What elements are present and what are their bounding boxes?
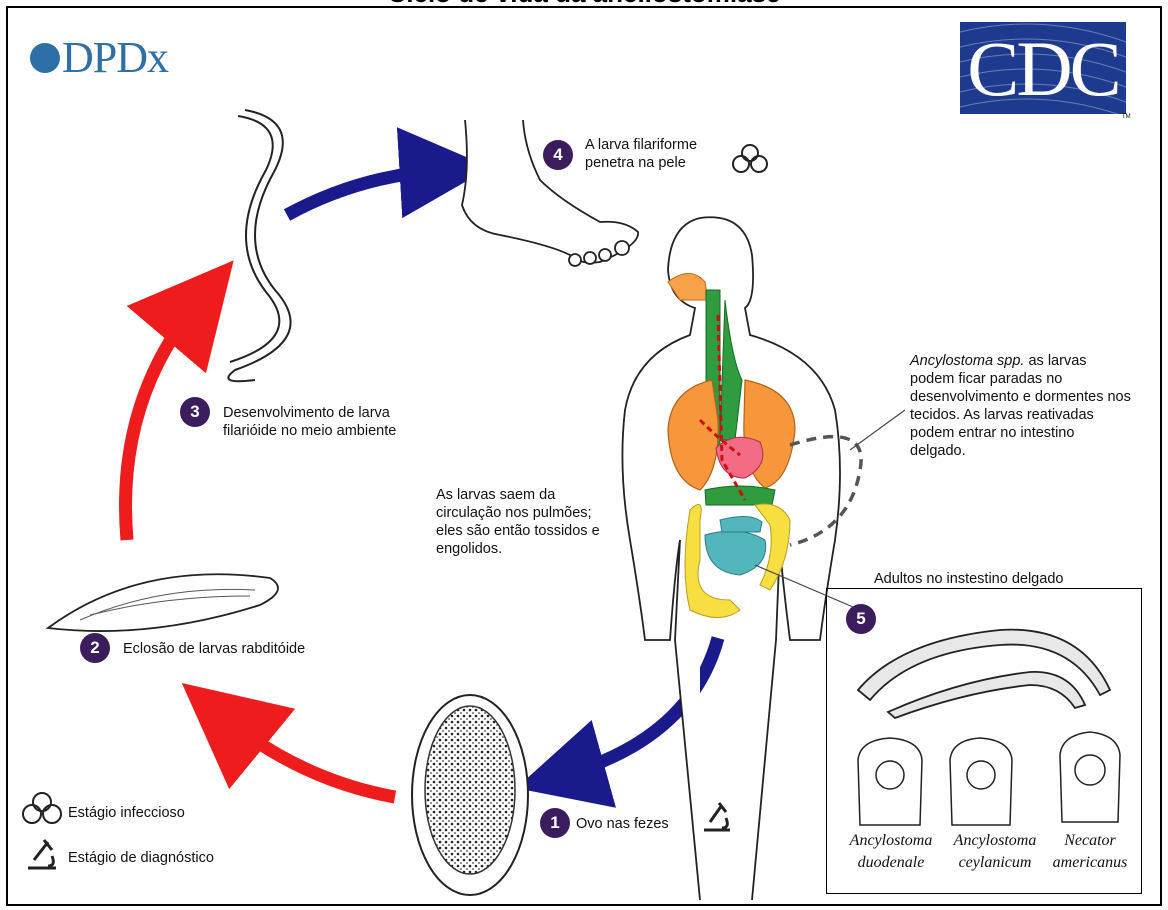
- legend-microscope-icon: [28, 840, 56, 868]
- ancylostoma-note-line5: podem entrar no intestino: [910, 424, 1131, 442]
- legend-biohazard-icon: [23, 793, 61, 823]
- lungs-note-line3: eles são então tossidos e: [436, 522, 600, 540]
- ancylostoma-note-line6: delgado.: [910, 442, 1131, 460]
- species-2-genus: Ancylostoma: [940, 830, 1050, 852]
- ancylostoma-note-line1-rest: as larvas: [1028, 353, 1086, 369]
- species-ancylostoma-duodenale: Ancylostoma duodenale: [836, 830, 946, 874]
- step-4-biohazard-icon: [733, 145, 767, 172]
- legend-infectious-label: Estágio infeccioso: [68, 804, 185, 822]
- step-3-label: Desenvolvimento de larva filarióide no m…: [223, 404, 396, 440]
- step-3-badge: 3: [180, 397, 210, 427]
- rhabditiform-larva: [48, 574, 278, 631]
- step-4-label-line2: penetra na pele: [585, 154, 697, 172]
- lungs-note-line2: circulação nos pulmões;: [436, 504, 600, 522]
- step-3-label-line2: filarióide no meio ambiente: [223, 422, 396, 440]
- ancylostoma-note: Ancylostoma spp. as larvas podem ficar p…: [910, 352, 1131, 460]
- adults-label: Adultos no instestino delgado: [874, 570, 1063, 588]
- step-1-microscope-icon: [704, 803, 730, 830]
- step-4-label: A larva filariforme penetra na pele: [585, 136, 697, 172]
- step-1-label: Ovo nas fezes: [576, 815, 669, 833]
- step-4-badge: 4: [543, 140, 573, 170]
- ancylostoma-genus-italic: Ancylostoma spp.: [910, 353, 1024, 369]
- lungs-note-line4: engolidos.: [436, 540, 600, 558]
- step-2-label: Eclosão de larvas rabditóide: [123, 640, 305, 658]
- species-1-epithet: duodenale: [836, 852, 946, 874]
- step-1-badge: 1: [540, 808, 570, 838]
- legend-diagnostic-label: Estágio de diagnóstico: [68, 849, 214, 867]
- ancylostoma-note-line3: desenvolvimento e dormentes nos: [910, 388, 1131, 406]
- dormancy-pointer: [850, 410, 905, 450]
- species-ancylostoma-ceylanicum: Ancylostoma ceylanicum: [940, 830, 1050, 874]
- hookworm-egg: [412, 695, 528, 895]
- step-2-badge: 2: [80, 633, 110, 663]
- step-5-badge: 5: [846, 604, 876, 634]
- lungs-note-line1: As larvas saem da: [436, 486, 600, 504]
- species-1-genus: Ancylostoma: [836, 830, 946, 852]
- step-3-label-line1: Desenvolvimento de larva: [223, 404, 396, 422]
- species-2-epithet: ceylanicum: [940, 852, 1050, 874]
- ancylostoma-note-line1: Ancylostoma spp. as larvas: [910, 352, 1131, 370]
- arrow-3-to-4: [287, 170, 445, 215]
- lungs-note: As larvas saem da circulação nos pulmões…: [436, 486, 600, 558]
- ancylostoma-note-line2: podem ficar paradas no: [910, 370, 1131, 388]
- step-4-label-line1: A larva filariforme: [585, 136, 697, 154]
- species-3-epithet: americanus: [1040, 852, 1140, 874]
- species-necator-americanus: Necator americanus: [1040, 830, 1140, 874]
- species-3-genus: Necator: [1040, 830, 1140, 852]
- ancylostoma-note-line4: tecidos. As larvas reativadas: [910, 406, 1131, 424]
- arrow-1-to-2: [222, 716, 395, 797]
- filariform-larva: [228, 110, 290, 381]
